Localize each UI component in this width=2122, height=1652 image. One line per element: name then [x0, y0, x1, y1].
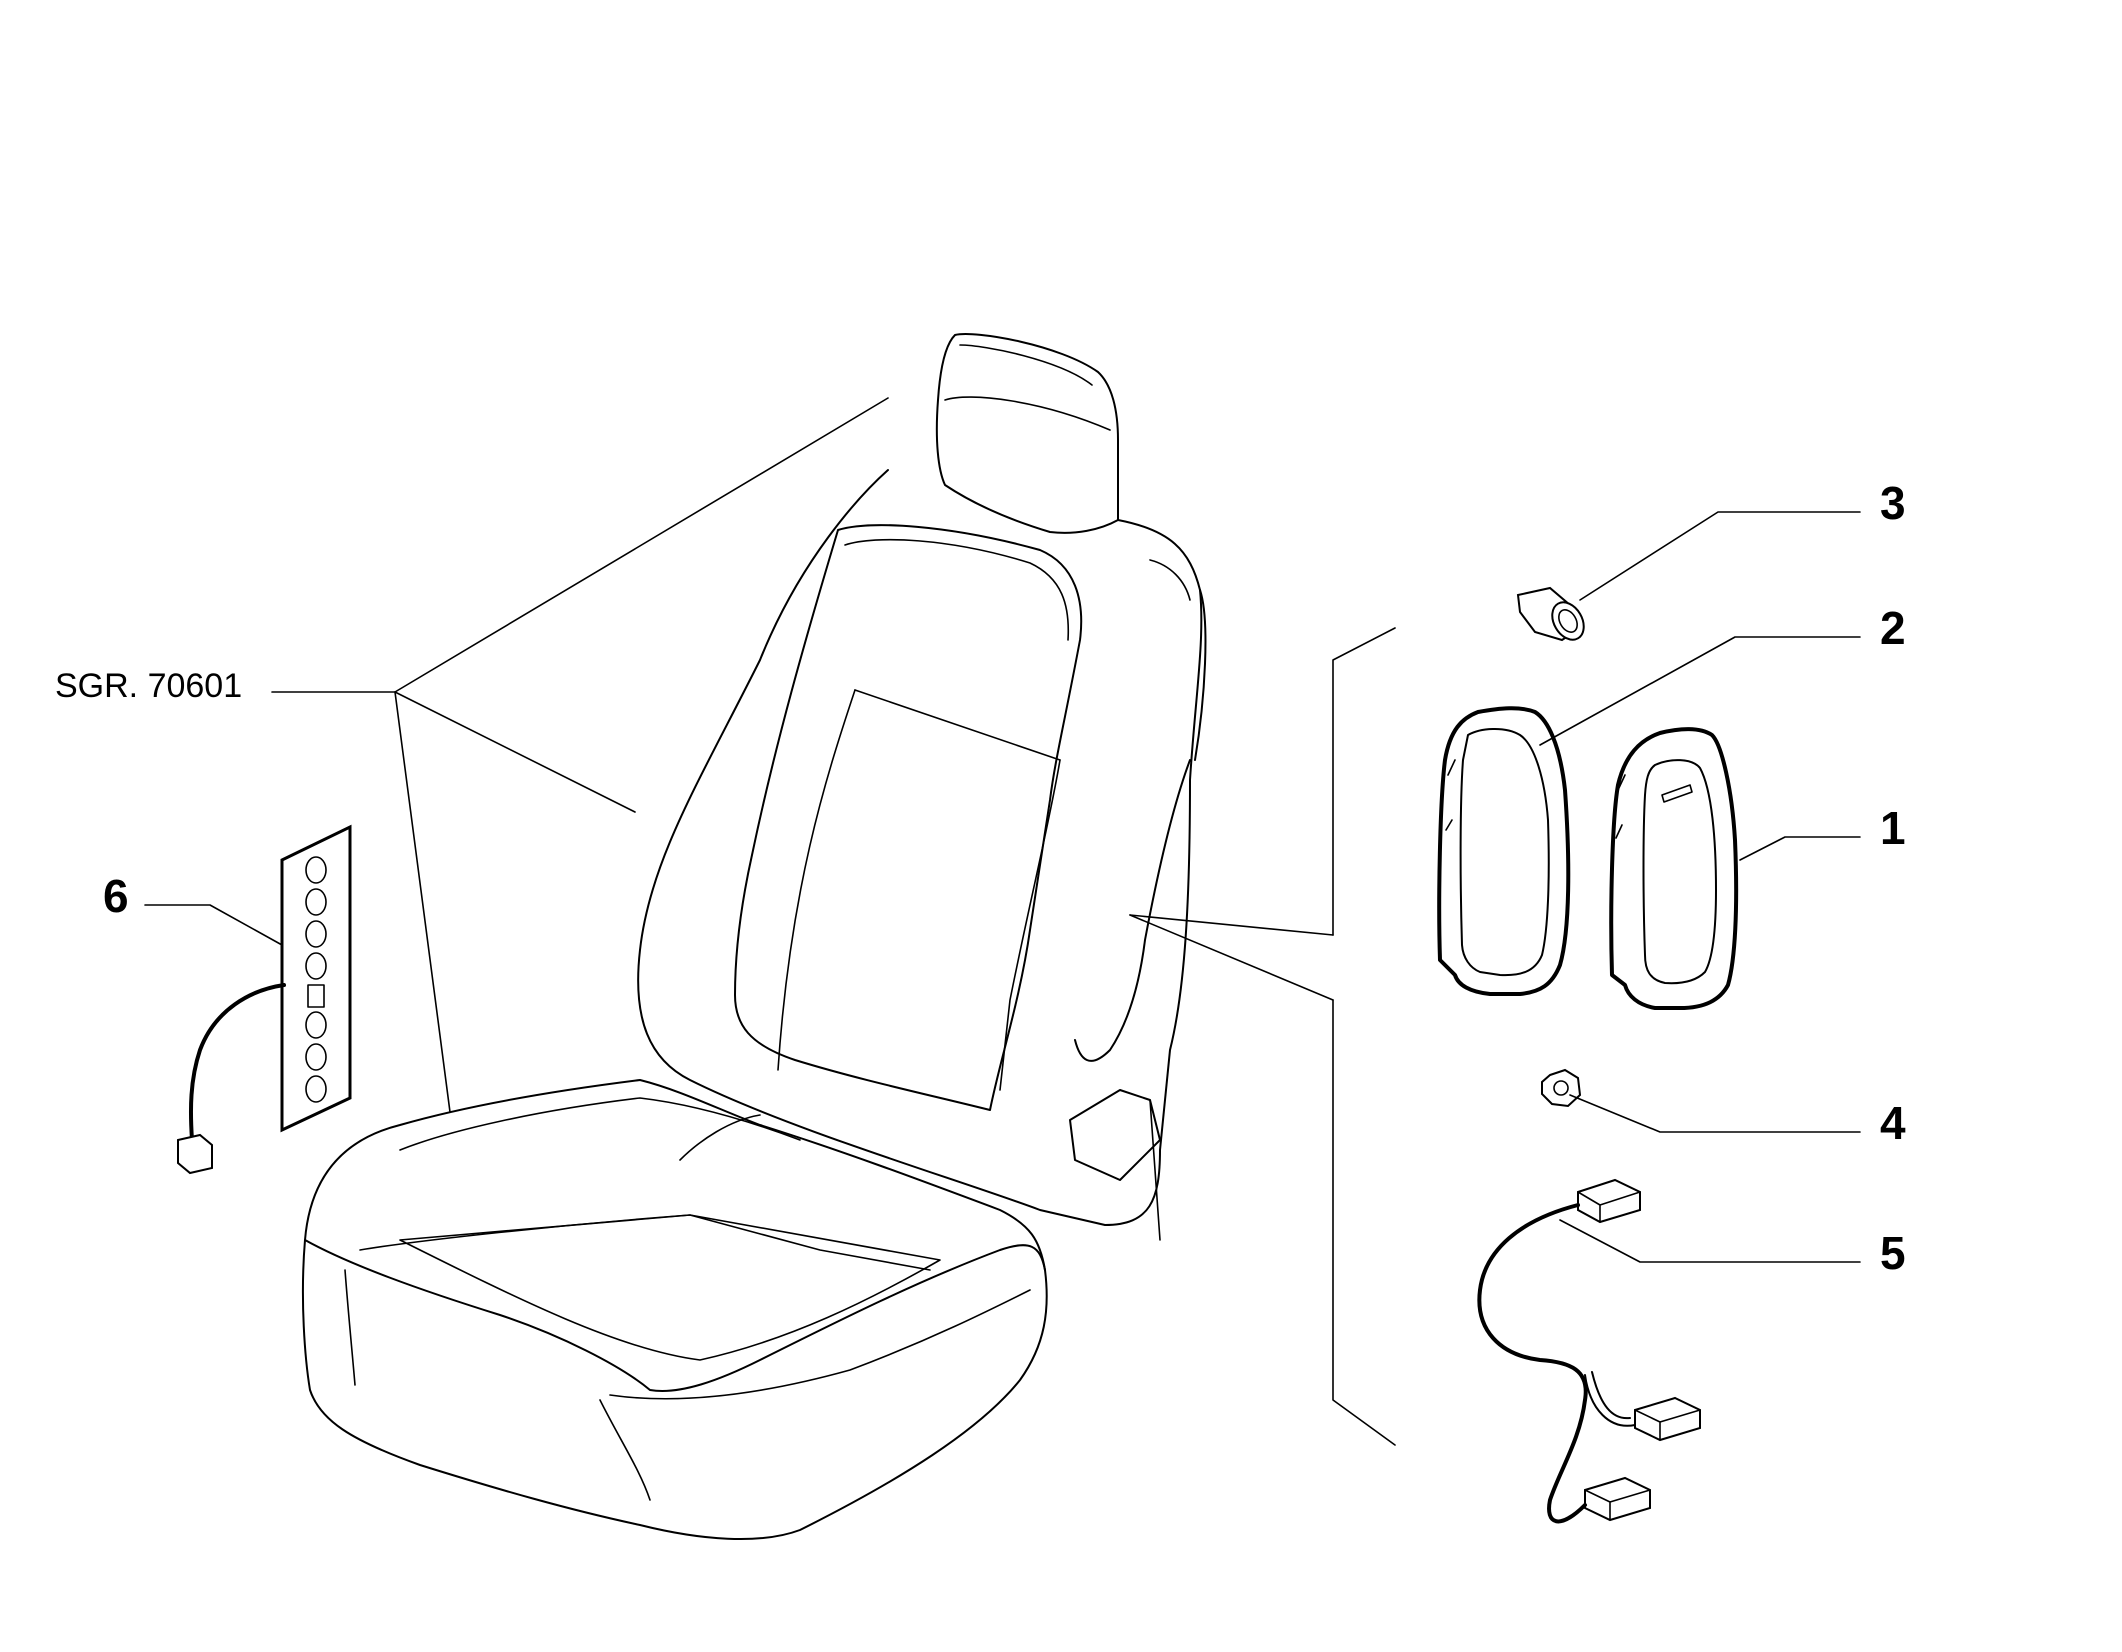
- callout-6: 6: [103, 870, 129, 922]
- callout-5: 5: [1880, 1227, 1906, 1279]
- part-1-airbag-module: [1609, 727, 1739, 1010]
- seat-cushion: [301, 1079, 1048, 1541]
- part-5-wiring-harness: [1477, 1178, 1701, 1524]
- headrest: [935, 333, 1119, 534]
- seat-assembly: [271, 333, 1207, 1541]
- callout-3: 3: [1880, 477, 1906, 529]
- callout-4: 4: [1880, 1097, 1906, 1149]
- reference-leader-lines: [271, 397, 889, 1113]
- part-3-grommet: [1516, 586, 1585, 642]
- callout-1: 1: [1880, 802, 1906, 854]
- exploded-view-bracket: [1129, 627, 1396, 1446]
- reference-label: SGR. 70601: [55, 667, 242, 705]
- backrest: [637, 469, 1207, 1241]
- part-6-sensor-mat: [177, 824, 352, 1175]
- part-2-cover-frame: [1437, 706, 1571, 996]
- callout-leaders: [144, 511, 1861, 1263]
- callout-2: 2: [1880, 602, 1906, 654]
- part-4-nut: [1541, 1068, 1582, 1108]
